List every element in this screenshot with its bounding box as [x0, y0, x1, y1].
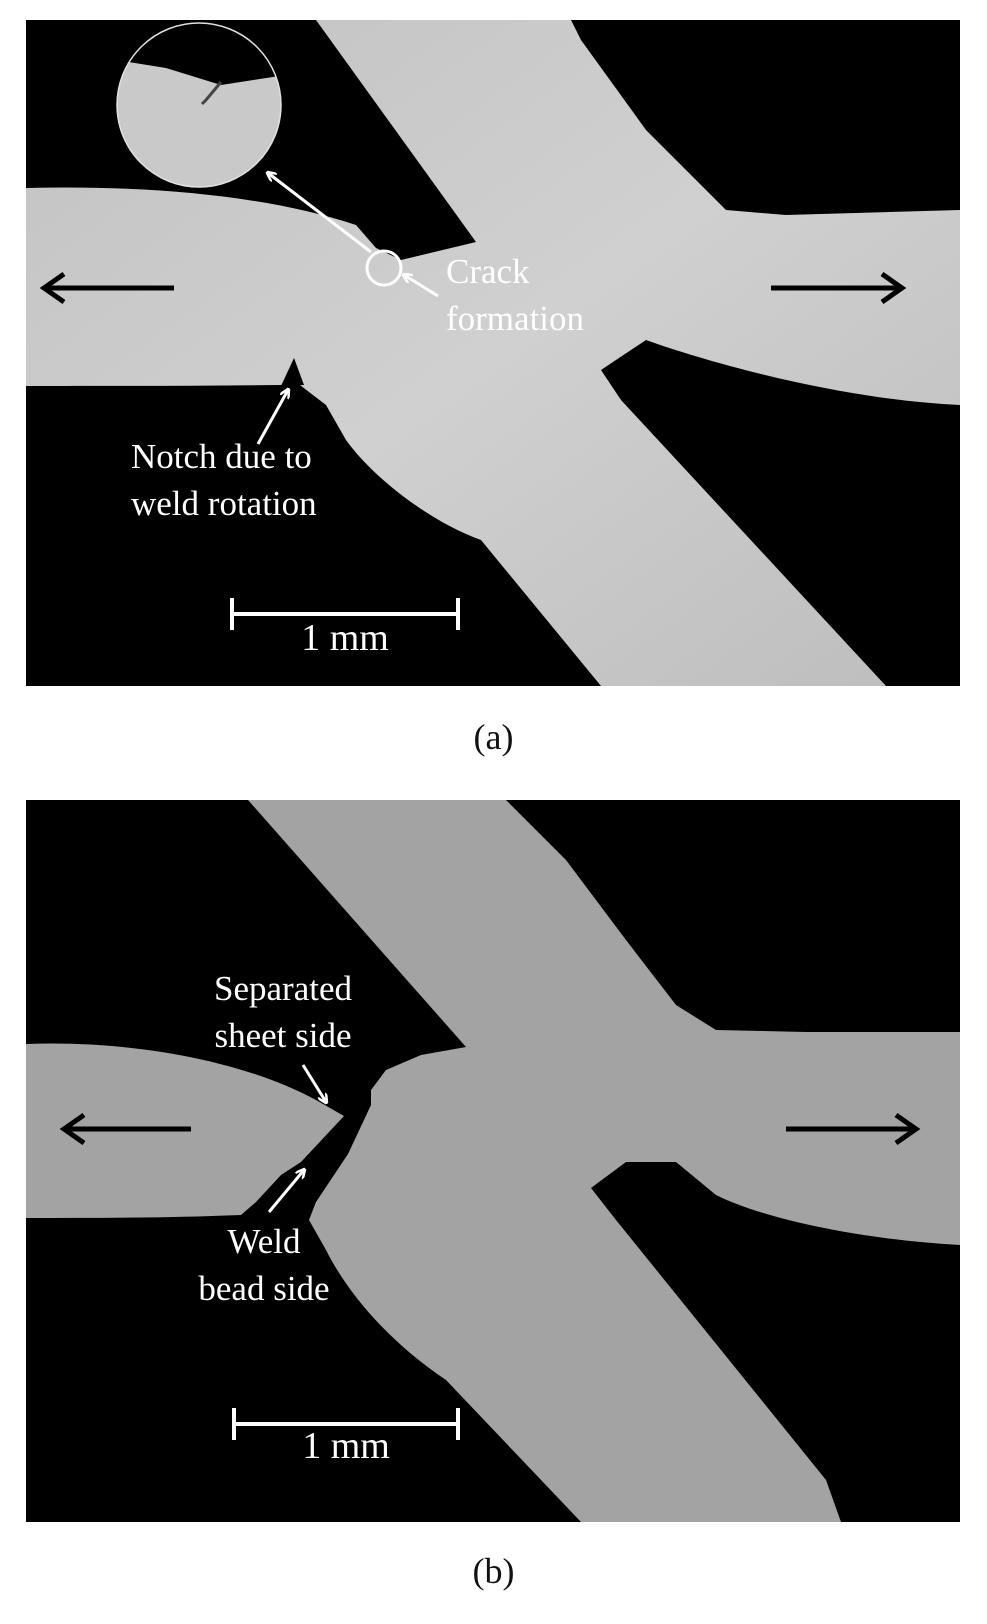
caption-b: (b) — [472, 1551, 515, 1591]
load-arrow-right-icon — [786, 1112, 921, 1146]
crack-label-line2: formation — [446, 299, 585, 338]
separated-label-line2: sheet side — [214, 1016, 352, 1055]
caption-a: (a) — [473, 717, 514, 757]
scale-bar-a — [230, 598, 460, 630]
crack-zoom-inset — [116, 22, 282, 188]
separated-label-line1: Separated — [214, 969, 352, 1008]
weld-bead-metal-b — [248, 800, 960, 1522]
crack-label-arrow — [404, 275, 439, 298]
weld-label-arrow — [267, 1170, 304, 1213]
micrograph-panel-b: Separated sheet side Weld bead side 1 mm — [26, 800, 960, 1522]
weld-label-line1: Weld — [227, 1222, 301, 1261]
notch-label-line2: weld rotation — [131, 484, 317, 523]
crack-label-line1: Crack — [446, 252, 530, 291]
notch-label-line1: Notch due to — [131, 437, 312, 476]
weld-label-line2: bead side — [198, 1269, 330, 1308]
crack-marker-circle — [365, 249, 403, 287]
inset-pointer-line — [268, 173, 372, 254]
notch-a — [281, 358, 304, 386]
load-arrow-left-icon — [59, 1112, 191, 1146]
scale-bar-b — [232, 1408, 460, 1440]
scale-bar-label-b: 1 mm — [302, 1425, 390, 1467]
weld-metal-a — [26, 20, 960, 686]
notch-label-arrow — [256, 390, 288, 445]
load-arrow-left-icon — [39, 271, 174, 305]
crack-formation-label: Crack formation — [446, 248, 584, 342]
separated-label-arrow — [301, 1064, 326, 1102]
micrograph-panel-a: Crack formation Notch due to weld rotati… — [26, 20, 960, 686]
weld-cross-section-a — [26, 20, 960, 686]
notch-label: Notch due to weld rotation — [131, 433, 317, 527]
weld-cross-section-b — [26, 800, 960, 1522]
weld-bead-label: Weld bead side — [184, 1218, 344, 1312]
separated-sheet-label: Separated sheet side — [203, 965, 363, 1059]
scale-bar-label-a: 1 mm — [301, 617, 389, 659]
load-arrow-right-icon — [771, 271, 907, 305]
